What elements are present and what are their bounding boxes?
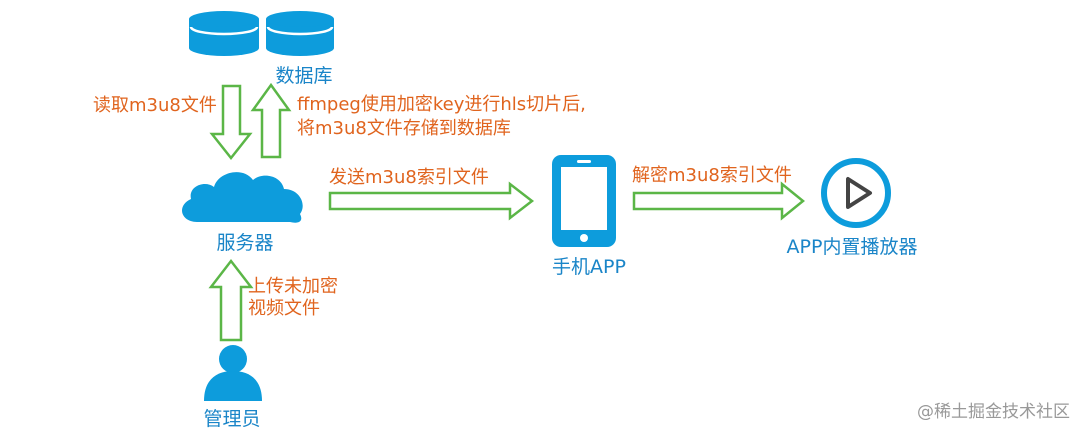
edge-label-decrypt-m3u8: 解密m3u8索引文件	[632, 165, 792, 186]
edge-label-upload-line1: 上传未加密	[248, 276, 338, 297]
play-icon	[821, 158, 891, 228]
arrow-server-to-phone	[328, 181, 535, 221]
edge-label-ffmpeg-line2: 将m3u8文件存储到数据库	[297, 118, 511, 139]
database-cylinder-left	[189, 11, 259, 56]
arrow-db-to-server	[209, 84, 253, 161]
person-icon	[204, 345, 262, 401]
edge-label-upload-line2: 视频文件	[248, 298, 320, 319]
player-label: APP内置播放器	[787, 236, 918, 258]
edge-label-ffmpeg-line1: ffmpeg使用加密key进行hls切片后,	[297, 94, 586, 115]
database-label: 数据库	[275, 65, 332, 87]
arrow-admin-to-server	[208, 258, 254, 342]
phone-label: 手机APP	[552, 256, 626, 278]
edge-label-read-m3u8: 读取m3u8文件	[93, 95, 217, 116]
database-icon	[189, 11, 334, 56]
edge-label-send-m3u8: 发送m3u8索引文件	[329, 167, 489, 188]
smartphone-icon	[552, 155, 616, 247]
cloud-icon	[182, 172, 303, 223]
database-cylinder-right	[266, 11, 334, 56]
admin-label: 管理员	[203, 408, 260, 430]
watermark: @稀土掘金技术社区	[917, 402, 1070, 422]
server-label: 服务器	[216, 232, 273, 254]
arrow-server-to-db	[250, 82, 292, 159]
arrow-phone-to-player	[632, 181, 805, 221]
